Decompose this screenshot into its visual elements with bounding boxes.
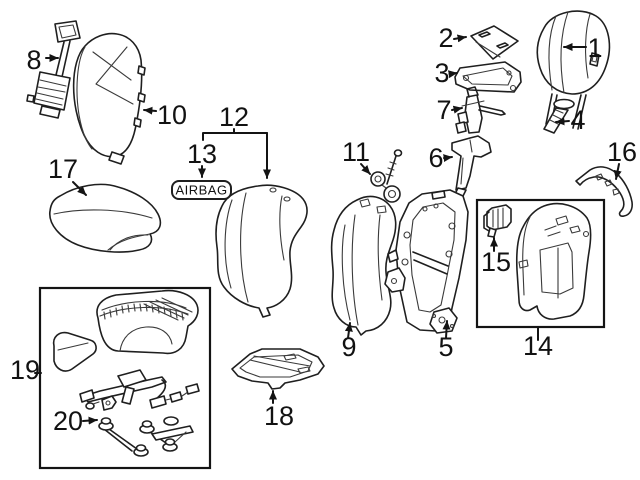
callout-13: 13 xyxy=(187,139,217,178)
callout-5: 5 xyxy=(438,320,454,362)
seat-back-cover-part xyxy=(215,184,308,318)
trim-plate-part xyxy=(470,25,519,60)
side-bracket-part xyxy=(451,135,492,199)
callout-11: 11 xyxy=(342,137,371,175)
callout-20: 20 xyxy=(53,406,98,436)
callout-16: 16 xyxy=(607,137,637,180)
callout-16-label: 16 xyxy=(607,137,637,167)
callout-2: 2 xyxy=(438,23,467,53)
bolster-pad-part xyxy=(52,331,97,372)
callout-8-label: 8 xyxy=(26,45,41,75)
callout-19-label: 19 xyxy=(10,355,40,385)
latch-bracket-rod-part xyxy=(455,86,506,134)
callout-18: 18 xyxy=(264,390,294,431)
callout-17: 17 xyxy=(48,154,87,196)
callout-20-label: 20 xyxy=(53,406,83,436)
callout-13-label: 13 xyxy=(187,139,217,169)
callout-15-label: 15 xyxy=(481,247,511,277)
seat-back-pad-part xyxy=(72,32,146,165)
screw-and-grommets-part xyxy=(370,149,403,203)
callout-10-label: 10 xyxy=(157,100,187,130)
callout-17-label: 17 xyxy=(48,154,78,184)
cushion-assembly-box xyxy=(38,286,212,470)
seat-pan-shield-part xyxy=(231,348,325,390)
retainer-clip-part xyxy=(483,204,512,238)
seat-back-cover-rear-part xyxy=(330,195,397,336)
callout-9-label: 9 xyxy=(341,332,356,362)
seat-back-panel-part xyxy=(515,202,592,320)
cushion-foam-part xyxy=(96,289,199,355)
airbag-tag-text: AIRBAG xyxy=(175,183,227,198)
callout-14: 14 xyxy=(523,326,553,361)
seat-cushion-cover-part xyxy=(49,183,162,253)
callout-4: 4 xyxy=(555,105,586,135)
callout-1-label: 1 xyxy=(587,33,602,63)
callout-2-label: 2 xyxy=(438,23,453,53)
support-bracket-part xyxy=(79,369,200,411)
callout-5-label: 5 xyxy=(438,332,453,362)
callout-4-label: 4 xyxy=(570,105,585,135)
callout-6-label: 6 xyxy=(428,143,443,173)
callout-3: 3 xyxy=(434,58,458,88)
callout-12: 12 xyxy=(202,102,271,179)
callout-11-label: 11 xyxy=(342,137,370,167)
callout-10: 10 xyxy=(143,100,187,130)
callout-7-label: 7 xyxy=(436,95,451,125)
callout-15: 15 xyxy=(481,237,511,277)
callout-3-label: 3 xyxy=(434,58,449,88)
callout-18-label: 18 xyxy=(264,401,294,431)
belt-guide-panel-part xyxy=(26,20,81,119)
seat-back-panel-box xyxy=(475,198,606,329)
airbag-tag: AIRBAG xyxy=(171,180,232,200)
mount-plate-part xyxy=(454,61,522,93)
callout-6: 6 xyxy=(428,143,453,173)
callout-12-label: 12 xyxy=(219,102,249,132)
callout-19: 19 xyxy=(10,355,42,385)
callout-7: 7 xyxy=(436,95,463,125)
seat-back-frame-part xyxy=(384,189,469,334)
callout-8: 8 xyxy=(26,45,59,75)
callout-9: 9 xyxy=(341,322,357,362)
callout-1: 1 xyxy=(563,33,603,63)
wiring-grommet-set-part xyxy=(98,416,194,457)
